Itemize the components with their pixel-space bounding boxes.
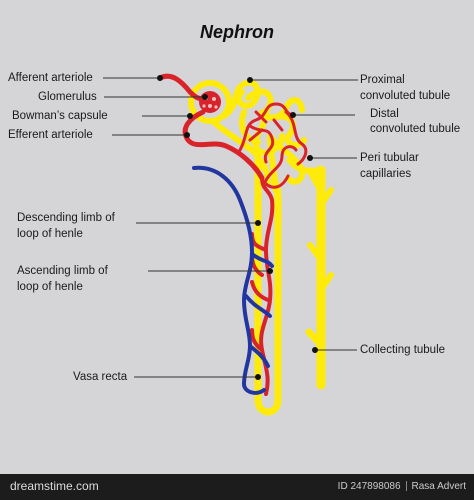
label-peri-capillaries-line1: Peri tubular (360, 152, 419, 164)
footer-site: dreamstime.com (10, 479, 99, 493)
label-distal-tubule-line1: Distal (370, 108, 399, 120)
label-descending-limb-line2: loop of henle (17, 228, 83, 240)
label-peri-capillaries-line2: capillaries (360, 168, 412, 180)
label-proximal-tubule-line1: Proximal (360, 74, 405, 86)
label-efferent-arteriole: Efferent arteriole (8, 129, 93, 141)
label-descending-limb-line1: Descending limb of (17, 212, 115, 224)
label-afferent-arteriole: Afferent arteriole (8, 72, 93, 84)
label-collecting-tubule: Collecting tubule (360, 344, 446, 356)
peritubular-capillaries (238, 102, 308, 189)
diagram-title: Nephron (200, 22, 274, 42)
label-distal-tubule-line2: convoluted tubule (370, 123, 461, 135)
pointer-dots (157, 75, 318, 380)
connecting-tubule (285, 156, 322, 174)
footer-image-id: ID 247898086 (337, 481, 401, 492)
label-bowmans-capsule: Bowman’s capsule (12, 110, 108, 122)
nephron-illustration (103, 73, 358, 416)
pointer-lines (103, 77, 358, 378)
label-vasa-recta: Vasa recta (73, 371, 128, 383)
footer-separator (405, 481, 407, 492)
label-proximal-tubule-line2: convoluted tubule (360, 90, 451, 102)
vasa-recta-venous (192, 165, 274, 395)
glomerulus (199, 91, 221, 113)
footer-author: Rasa Advert (411, 481, 466, 492)
label-glomerulus: Glomerulus (38, 91, 97, 103)
footer-bar: dreamstime.com ID 247898086 Rasa Advert (0, 474, 474, 500)
footer-credit: ID 247898086 Rasa Advert (338, 481, 466, 492)
label-ascending-limb-line1: Ascending limb of (17, 265, 108, 277)
label-ascending-limb-line2: loop of henle (17, 281, 83, 293)
bowmans-capsule (188, 80, 232, 124)
loop-of-henle (254, 150, 282, 416)
collecting-duct (305, 165, 334, 390)
